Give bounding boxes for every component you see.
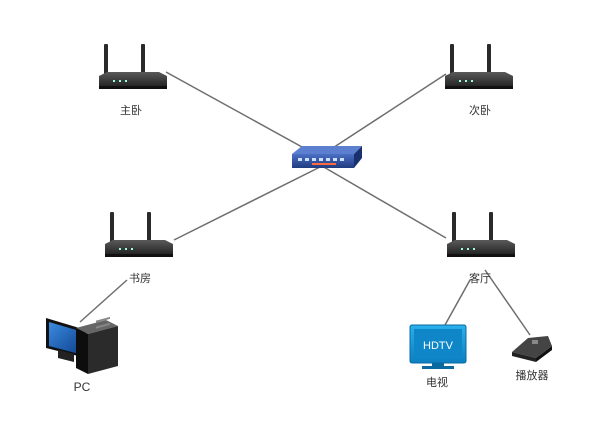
label-tv: 电视 [426, 376, 448, 389]
wifi-router-icon [99, 44, 167, 89]
desktop-pc-icon [46, 316, 118, 374]
wifi-router-icon [445, 44, 513, 89]
link-living-player [484, 269, 531, 336]
label-master-bedroom: 主卧 [120, 104, 142, 117]
link-living-tv [444, 279, 471, 326]
label-player: 播放器 [515, 369, 549, 382]
label-study: 书房 [129, 272, 151, 285]
label-living-room: 客厅 [469, 272, 491, 285]
link-living-switch [321, 165, 447, 239]
media-player-icon [512, 336, 552, 362]
link-study-switch [173, 165, 323, 241]
wifi-router-icon [447, 212, 515, 257]
label-pc: PC [73, 380, 91, 394]
link-study-pc [79, 279, 128, 323]
connection-lines [79, 71, 531, 336]
label-second-bedroom: 次卧 [469, 104, 491, 117]
tv-screen-text: HDTV [423, 340, 454, 352]
link-second-switch [321, 73, 447, 156]
hdtv-icon: HDTV [409, 324, 467, 369]
link-master-switch [165, 71, 323, 159]
wifi-router-icon [105, 212, 173, 257]
network-switch-icon [292, 146, 362, 168]
